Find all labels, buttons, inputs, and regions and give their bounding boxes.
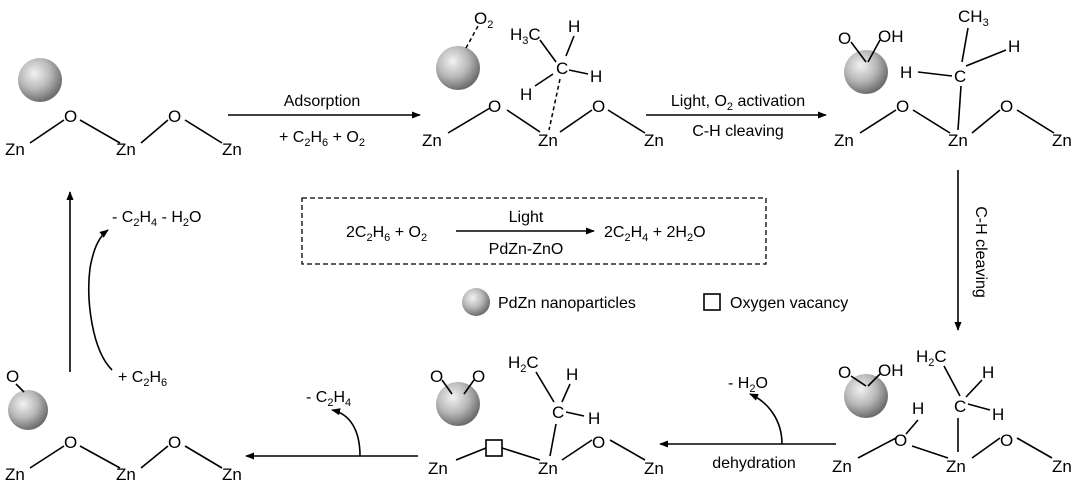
svg-text:Zn: Zn: [222, 465, 242, 484]
activation-arrow: Light, O2 activation C-H cleaving: [646, 93, 827, 140]
svg-text:O2: O2: [474, 9, 493, 31]
overall-condition-bottom: PdZn-ZnO: [489, 241, 564, 258]
pdzn-nanoparticle: [436, 382, 480, 426]
svg-text:Zn: Zn: [422, 131, 442, 150]
svg-text:C: C: [552, 403, 564, 422]
svg-text:Zn: Zn: [538, 131, 558, 150]
svg-text:O: O: [472, 367, 485, 386]
svg-text:Zn: Zn: [946, 457, 966, 476]
dehydration-label: dehydration: [712, 455, 796, 472]
svg-text:Zn: Zn: [5, 465, 25, 484]
svg-text:OH: OH: [878, 27, 904, 46]
legend-particle-icon: [462, 288, 490, 316]
svg-text:Zn: Zn: [1052, 457, 1072, 476]
svg-text:O: O: [838, 29, 851, 48]
pdzn-nanoparticle: [844, 374, 888, 418]
svg-text:O: O: [838, 363, 851, 382]
svg-text:Zn: Zn: [834, 131, 854, 150]
overall-products: 2C2H4 + 2H2O: [604, 224, 706, 244]
pdzn-nanoparticle: [8, 390, 48, 430]
svg-text:Zn: Zn: [538, 459, 558, 478]
svg-text:O: O: [592, 97, 605, 116]
pdzn-nanoparticle: [436, 46, 480, 90]
dehydration-arrow: - H2O dehydration: [659, 375, 836, 472]
svg-text:O: O: [168, 433, 181, 452]
svg-text:O: O: [1000, 431, 1013, 450]
svg-text:O: O: [430, 367, 443, 386]
legend: PdZn nanoparticles Oxygen vacancy: [462, 288, 848, 316]
structure-2-adsorbed: O2 H3C C H H H Zn O Zn O Zn: [422, 9, 664, 150]
svg-text:Zn: Zn: [5, 140, 25, 159]
svg-text:H: H: [566, 365, 578, 384]
svg-text:H: H: [900, 63, 912, 82]
svg-text:H: H: [568, 17, 580, 36]
svg-text:Zn: Zn: [948, 131, 968, 150]
ch-cleaving-arrow: C-H cleaving: [954, 170, 989, 331]
svg-text:C: C: [954, 67, 966, 86]
structure-3-activated: O OH CH3 C H H Zn O Zn O Zn: [834, 7, 1072, 150]
ethylene-byproduct: - C2H4: [306, 389, 351, 409]
svg-text:Zn: Zn: [644, 459, 664, 478]
svg-text:C: C: [556, 59, 568, 78]
svg-text:Zn: Zn: [116, 140, 136, 159]
svg-text:H: H: [588, 409, 600, 428]
legend-vacancy-icon: [703, 293, 721, 311]
svg-text:O: O: [592, 433, 605, 452]
regeneration-arrow: + C2H6 - C2H4 - H2O: [66, 191, 202, 389]
svg-text:Zn: Zn: [428, 459, 448, 478]
oxygen-vacancy: [485, 439, 503, 457]
svg-text:O: O: [6, 367, 19, 386]
structure-5-vacancy: O O H2C C H H Zn Zn O Zn: [428, 353, 664, 478]
ethane-reactant: + C2H6: [118, 369, 167, 389]
adsorption-reactants: + C2H6 + O2: [279, 129, 365, 149]
svg-text:H: H: [1008, 37, 1020, 56]
svg-text:O: O: [64, 107, 77, 126]
overall-condition-top: Light: [509, 209, 544, 226]
water-byproduct: - H2O: [728, 375, 768, 395]
svg-text:H: H: [992, 405, 1004, 424]
adsorption-arrow: Adsorption + C2H6 + O2: [228, 93, 421, 149]
pdzn-nanoparticle: [844, 50, 888, 94]
ch-cleaving-label: C-H cleaving: [692, 123, 784, 140]
svg-text:Zn: Zn: [1052, 131, 1072, 150]
svg-text:OH: OH: [878, 361, 904, 380]
ch-cleaving-vertical-label: C-H cleaving: [972, 206, 989, 298]
ethylene-water-byproduct: - C2H4 - H2O: [112, 209, 202, 229]
overall-reaction-box: 2C2H6 + O2 Light PdZn-ZnO 2C2H4 + 2H2O: [301, 197, 767, 265]
svg-text:O: O: [1000, 97, 1013, 116]
svg-text:Zn: Zn: [116, 465, 136, 484]
svg-text:O: O: [64, 433, 77, 452]
svg-text:CH3: CH3: [958, 7, 989, 29]
svg-text:Zn: Zn: [222, 140, 242, 159]
structure-4-dehydrogenated: O OH H2C C H H H Zn O Zn O Zn: [832, 347, 1072, 476]
overall-reactants: 2C2H6 + O2: [346, 224, 427, 244]
activation-label: Light, O2 activation: [671, 93, 805, 113]
adsorption-label: Adsorption: [284, 93, 361, 110]
svg-text:O: O: [896, 97, 909, 116]
legend-particle-label: PdZn nanoparticles: [498, 295, 636, 312]
structure-6-regenerated: O Zn O Zn O Zn: [5, 367, 242, 484]
svg-text:H: H: [520, 85, 532, 104]
svg-text:O: O: [488, 97, 501, 116]
svg-text:Zn: Zn: [644, 131, 664, 150]
svg-text:Zn: Zn: [832, 457, 852, 476]
svg-text:H: H: [982, 363, 994, 382]
legend-vacancy-label: Oxygen vacancy: [730, 295, 848, 312]
svg-text:H: H: [912, 399, 924, 418]
svg-text:H2C: H2C: [916, 347, 947, 369]
svg-text:H: H: [590, 67, 602, 86]
svg-text:O: O: [894, 431, 907, 450]
svg-text:H2C: H2C: [508, 353, 539, 375]
svg-text:C: C: [954, 397, 966, 416]
svg-text:O: O: [168, 107, 181, 126]
ethylene-release-arrow: - C2H4: [245, 389, 418, 460]
svg-text:H3C: H3C: [510, 25, 541, 47]
pdzn-nanoparticle: [18, 58, 62, 102]
structure-1-bare-surface: Zn O Zn O Zn: [5, 58, 242, 159]
